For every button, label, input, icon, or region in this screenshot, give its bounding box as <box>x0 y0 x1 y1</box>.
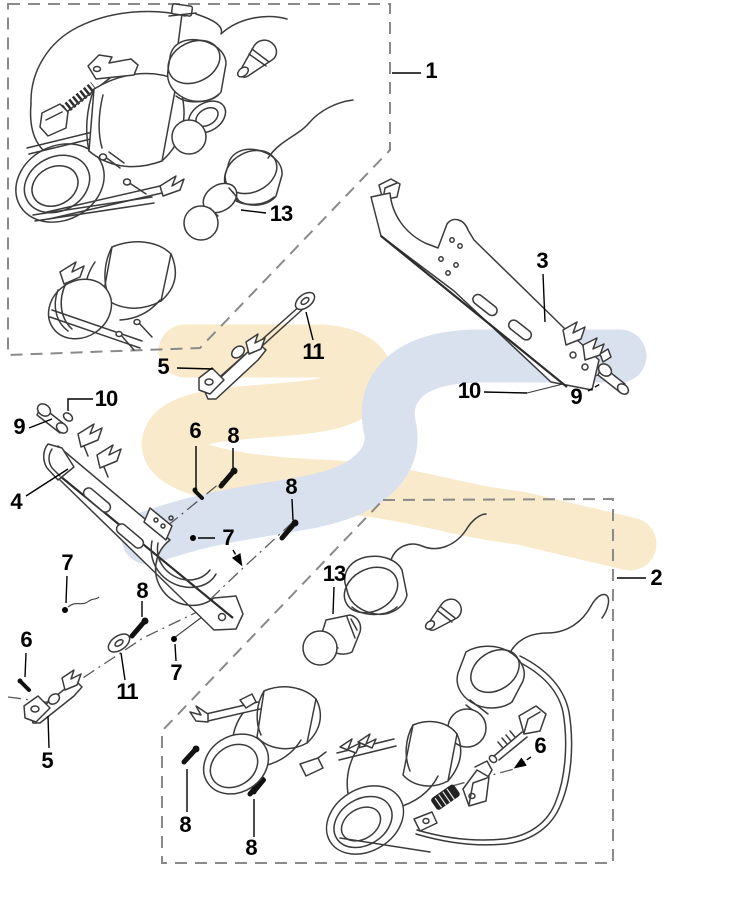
watermark-letter-s <box>141 324 657 571</box>
part-label-10-left: 10 <box>94 386 119 411</box>
part-label-11-upper: 11 <box>302 339 324 364</box>
lamp-assembly-main <box>15 3 288 223</box>
bulb-holder-1 <box>171 100 227 155</box>
leader-line-13-box2 <box>332 586 335 615</box>
connector-and-rod-6 <box>488 705 547 764</box>
part-label-2: 2 <box>650 565 662 590</box>
leader-line-11-upper <box>305 311 314 341</box>
leader-line-7-right <box>231 549 243 567</box>
mounting-bracket-3 <box>370 178 605 391</box>
bracket-5-upper <box>198 304 305 400</box>
bulb-holder-cap-box2 <box>415 593 610 846</box>
harness-wire-box1 <box>267 99 354 159</box>
part-label-7-right: 7 <box>222 525 234 550</box>
leader-line-11-lower <box>120 652 126 681</box>
part-label-4: 4 <box>10 489 22 514</box>
leader-line-5-lower <box>47 715 50 749</box>
part-label-5-upper: 5 <box>157 354 169 379</box>
part-label-5-lower: 5 <box>41 748 53 773</box>
part-label-10-right: 10 <box>457 378 482 403</box>
part-label-9-right: 9 <box>570 384 582 409</box>
bracket-5-lower <box>23 669 83 724</box>
bulb-13-box1 <box>183 182 240 241</box>
part-label-13-box1: 13 <box>269 201 294 226</box>
leader-line-4 <box>25 468 69 497</box>
washer-11-lower <box>107 633 131 653</box>
part-label-7-bottom: 7 <box>170 660 182 685</box>
lens-cover-cap-box2 <box>343 513 487 616</box>
watermark-letter-c <box>121 329 647 565</box>
group-box-2 <box>161 497 614 864</box>
part-label-6-box2: 6 <box>534 733 546 758</box>
leader-line-9-left <box>28 418 53 429</box>
l-bracket-box2 <box>462 760 493 807</box>
group-box-1 <box>7 3 391 357</box>
mounting-bracket-4 <box>43 423 244 631</box>
lamp-assembly-right-box2 <box>325 720 462 855</box>
leader-line-3 <box>542 273 546 323</box>
part-label-9-left: 9 <box>13 414 25 439</box>
leader-line-5-upper <box>176 367 214 370</box>
part-label-8-e: 8 <box>245 835 257 860</box>
part-label-11-lower: 11 <box>116 679 138 704</box>
wedge-bulb-1 <box>236 39 278 78</box>
part-label-13-box2: 13 <box>322 561 347 586</box>
part-label-6-bl: 6 <box>20 627 32 652</box>
leader-line-10-left <box>67 398 93 411</box>
leader-line-6-box2 <box>513 756 532 769</box>
leader-line-7-bottom <box>174 643 177 662</box>
reference-dots-7 <box>62 535 196 642</box>
pin-9-right <box>597 348 630 395</box>
leader-line-10-right <box>483 391 528 394</box>
lamp-assembly-left-box2 <box>189 686 327 795</box>
leader-line-8-b <box>291 498 294 521</box>
part-label-8-a: 8 <box>227 423 239 448</box>
bracket-clip-small <box>87 54 139 80</box>
part-label-7-left: 7 <box>61 550 73 575</box>
retainer-10-left <box>62 412 74 422</box>
part-label-8-b: 8 <box>285 474 297 499</box>
leader-line-6-bl <box>24 652 27 678</box>
part-label-3: 3 <box>536 248 548 273</box>
part-label-1: 1 <box>425 58 437 83</box>
leader-line-7-left <box>65 575 68 604</box>
part-label-8-c: 8 <box>136 578 148 603</box>
bulb-13-box2 <box>302 614 362 666</box>
lens-cover-cap-1 <box>166 38 227 103</box>
leader-line-13-box1 <box>240 209 267 214</box>
lamp-assembly-lower-box1 <box>47 241 177 351</box>
part-label-8-d: 8 <box>179 812 191 837</box>
wedge-bulb-box2 <box>424 598 462 631</box>
washer-11-upper <box>294 291 316 311</box>
watermark-logo <box>121 324 657 571</box>
leader-line-9-right <box>587 382 603 392</box>
part-label-6-mid: 6 <box>189 418 201 443</box>
